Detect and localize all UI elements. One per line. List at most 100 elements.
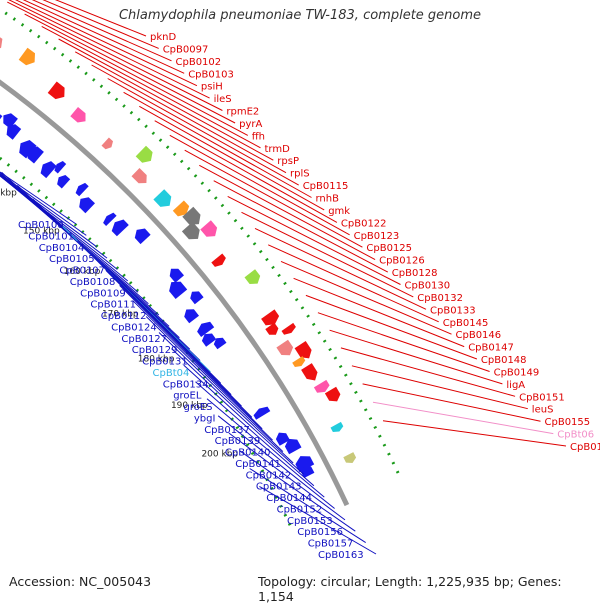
gene-label[interactable]: CpB0109	[80, 288, 126, 299]
gene-label[interactable]: rpmE2	[226, 107, 259, 118]
gene-label[interactable]: ffh	[252, 131, 265, 142]
gene-feature	[135, 145, 153, 163]
gene-feature	[153, 189, 172, 207]
gene-feature	[101, 137, 113, 150]
gene-label[interactable]: CpB0097	[163, 44, 209, 55]
gene-label[interactable]: ligA	[506, 380, 525, 391]
gene-label[interactable]: gmk	[328, 206, 350, 217]
gene-label[interactable]: pknD	[150, 32, 176, 43]
gene-label[interactable]: CpB0153	[287, 516, 333, 527]
gene-label[interactable]: CpB0134	[163, 379, 209, 390]
gene-label[interactable]: CpB0103	[188, 69, 234, 80]
gene-label[interactable]: CpB0148	[481, 355, 527, 366]
gene-feature	[75, 182, 89, 197]
gene-label[interactable]: CpB0105	[49, 254, 95, 265]
gene-label[interactable]: CpB0132	[417, 293, 463, 304]
gene-label[interactable]: CpB0163	[318, 550, 364, 561]
kbp-tick-label: 170 kbp	[102, 310, 139, 320]
gene-label[interactable]: CpB0131	[142, 357, 188, 368]
gene-label[interactable]: CpB0147	[468, 343, 514, 354]
gene-label[interactable]: CpB0127	[121, 334, 167, 345]
gene-label[interactable]: CpB0145	[443, 318, 489, 329]
gene-label[interactable]: CpB0111	[90, 300, 136, 311]
gene-label[interactable]: CpB0133	[430, 305, 476, 316]
gene-label[interactable]: ybgI	[194, 413, 216, 424]
gene-feature	[190, 291, 204, 305]
gene-label[interactable]: CpB0152	[277, 505, 323, 516]
gene-label[interactable]: CpB0142	[246, 470, 292, 481]
gene-label[interactable]: CpB0143	[256, 482, 302, 493]
gene-label[interactable]: CpB0139	[215, 436, 261, 447]
gene-label[interactable]: pyrA	[239, 119, 262, 130]
gene-label[interactable]: CpB0128	[392, 268, 438, 279]
gene-feature	[3, 113, 18, 129]
gene-label[interactable]: rplS	[290, 169, 310, 180]
gene-feature	[201, 333, 217, 347]
gene-label[interactable]: groES	[184, 402, 213, 413]
leader-line	[195, 381, 315, 487]
gene-label[interactable]: CpB0156	[297, 527, 343, 538]
gene-label[interactable]: CpB0140	[225, 448, 271, 459]
gene-label[interactable]: CpB0157	[308, 539, 354, 550]
leader-line-layer	[0, 0, 567, 555]
gene-feature	[172, 200, 190, 217]
leader-line	[329, 329, 503, 385]
gene-feature	[18, 47, 35, 66]
gene-label[interactable]: CpB0155	[545, 417, 591, 428]
gene-label[interactable]: CpB0104	[39, 243, 85, 254]
gene-label[interactable]: psiH	[201, 82, 223, 93]
kbp-tick-label: 160 kbp	[64, 267, 101, 277]
gene-label[interactable]: CpBt04	[153, 368, 190, 379]
leader-line	[206, 398, 325, 498]
gene-label[interactable]: CpB0108	[70, 277, 116, 288]
gene-label[interactable]: CpB0137	[204, 425, 250, 436]
gene-label[interactable]: CpB0112	[101, 311, 147, 322]
leader-line	[254, 227, 427, 310]
leader-line	[184, 149, 363, 248]
ring-layer	[0, 7, 403, 532]
gene-feature	[265, 322, 279, 335]
gene-feature	[40, 161, 57, 179]
gene-label[interactable]: CpB0124	[111, 322, 157, 333]
leader-line	[259, 485, 377, 555]
gene-label[interactable]: CpB0123	[354, 231, 400, 242]
leader-line	[239, 450, 356, 532]
gene-label[interactable]: CpB0149	[494, 368, 540, 379]
leader-line	[317, 312, 490, 372]
gene-label[interactable]: CpBt06	[557, 430, 594, 441]
gene-label[interactable]: CpB0130	[405, 281, 451, 292]
gene-label[interactable]: groEL	[173, 391, 202, 402]
gene-feature	[184, 309, 199, 324]
gene-label[interactable]: rnhB	[316, 194, 340, 205]
leader-line	[22, 0, 185, 74]
gene-label[interactable]: CpB0115	[303, 181, 349, 192]
gene-label[interactable]: CpB0146	[456, 330, 502, 341]
gene-label[interactable]: ileS	[214, 94, 232, 105]
gene-label[interactable]: CpB0100	[18, 220, 64, 231]
gene-label[interactable]: leuS	[532, 405, 554, 416]
gene-feature	[169, 268, 184, 283]
gene-label[interactable]: CpB0129	[132, 345, 178, 356]
leader-line	[41, 25, 249, 136]
gene-label[interactable]: CpB0164	[570, 442, 600, 453]
gene-feature	[70, 107, 86, 123]
map-title: Chlamydophila pneumoniae TW-183, complet…	[118, 8, 482, 23]
gene-feature	[295, 456, 315, 473]
gene-label[interactable]: trmD	[265, 144, 291, 155]
gene-label[interactable]: CpB0126	[379, 256, 425, 267]
leader-line	[267, 244, 439, 323]
gene-feature	[19, 140, 37, 159]
gene-label[interactable]: rpsP	[277, 156, 299, 167]
gene-label[interactable]: CpB0122	[341, 218, 387, 229]
gene-label[interactable]: CpB0125	[366, 243, 412, 254]
gene-feature	[0, 114, 3, 120]
gene-label[interactable]: CpB0102	[176, 57, 222, 68]
leader-line	[362, 383, 541, 422]
gene-label[interactable]: CpB0141	[235, 459, 281, 470]
gene-label[interactable]: CpB0101	[28, 231, 74, 242]
gene-label[interactable]: CpB0151	[519, 392, 565, 403]
leader-line	[58, 38, 261, 149]
leader-line	[123, 91, 312, 198]
gene-label[interactable]: CpB0107	[59, 266, 105, 277]
gene-label[interactable]: CpB0144	[266, 493, 312, 504]
